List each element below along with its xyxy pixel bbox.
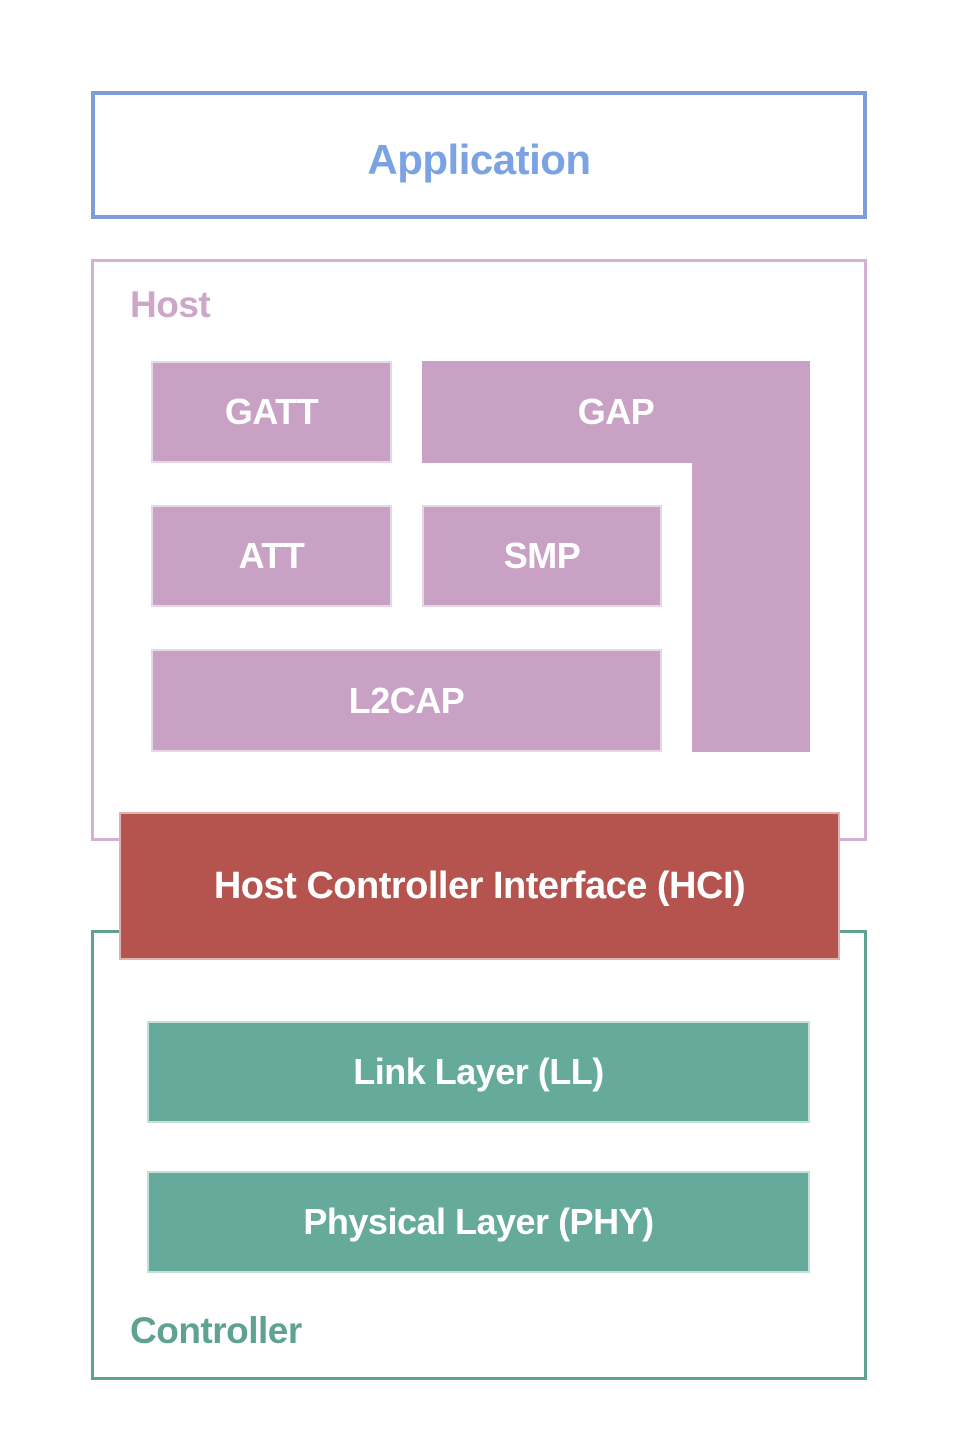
gatt-label: GATT: [224, 391, 319, 432]
l2cap-block: L2CAP: [151, 649, 662, 752]
link-layer-block: Link Layer (LL): [147, 1021, 810, 1123]
gap-label: GAP: [577, 391, 655, 432]
controller-label: Controller: [130, 1310, 302, 1351]
application-label: Application: [367, 136, 591, 183]
physical-layer-block: Physical Layer (PHY): [147, 1171, 810, 1273]
hci-label: Host Controller Interface (HCI): [213, 864, 746, 907]
smp-label: SMP: [503, 535, 581, 576]
host-box: Host GATT GAP ATT SMP L2CAP: [91, 259, 867, 841]
smp-block: SMP: [422, 505, 662, 607]
att-block: ATT: [151, 505, 392, 607]
l2cap-label: L2CAP: [348, 679, 465, 721]
link-layer-label: Link Layer (LL): [353, 1051, 604, 1092]
application-box: Application: [91, 91, 867, 219]
gatt-block: GATT: [151, 361, 392, 463]
host-label: Host: [130, 284, 211, 325]
controller-box: Controller Link Layer (LL) Physical Laye…: [91, 930, 867, 1380]
physical-layer-label: Physical Layer (PHY): [303, 1201, 654, 1242]
hci-block: Host Controller Interface (HCI): [119, 812, 840, 960]
att-label: ATT: [238, 535, 305, 576]
